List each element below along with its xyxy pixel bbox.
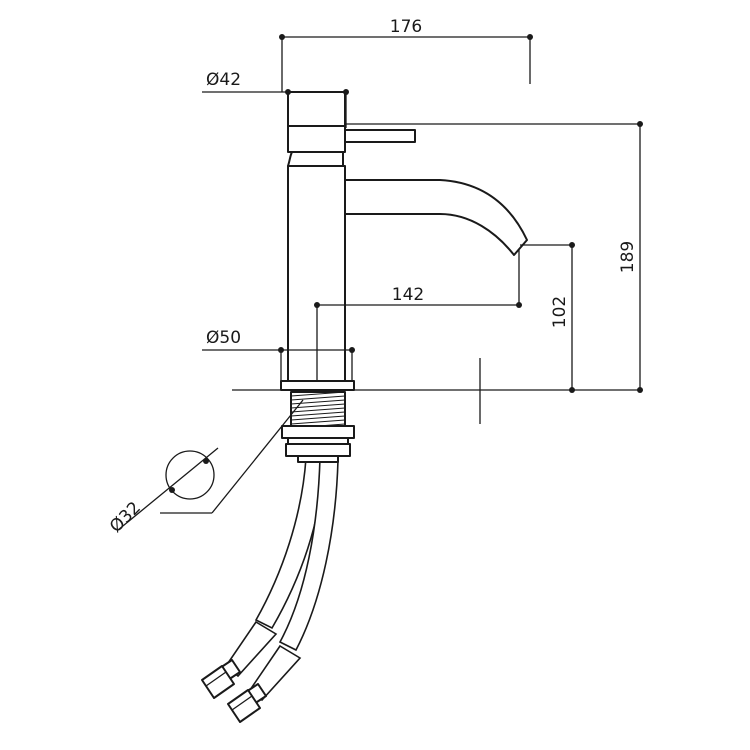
dimension-176-label: 176 [390, 17, 422, 37]
locking-nut [285, 443, 351, 457]
hose-right [278, 457, 339, 652]
tail-section-circle [165, 450, 215, 500]
dimension-142-label: 142 [392, 285, 424, 305]
dimension-189-label: 189 [618, 241, 638, 273]
dimension-102: 102 [520, 242, 575, 393]
spout [344, 179, 528, 256]
dimension-176: 176 [279, 17, 533, 92]
dimension-d50: Ø50 [202, 328, 355, 381]
hose-nut-right [227, 683, 267, 723]
flexible-hoses [201, 457, 339, 723]
handle-lever [344, 129, 416, 143]
dimension-d50-label: Ø50 [206, 328, 241, 348]
handle-collar [287, 151, 344, 167]
dimension-d42-label: Ø42 [206, 70, 241, 90]
hose-left-lower [224, 620, 278, 678]
dimension-102-label: 102 [550, 296, 570, 328]
hose-nut-left [201, 659, 241, 699]
tail-stub [297, 455, 339, 463]
dimension-d32-label: Ø32 [106, 498, 145, 537]
base-flange [280, 380, 355, 391]
dimension-d42: Ø42 [202, 70, 349, 128]
dimension-d32: Ø32 [106, 399, 304, 537]
dimension-189: 189 [345, 121, 643, 393]
dimension-142: 142 [314, 250, 522, 381]
fixing-nut [281, 425, 355, 439]
hose-right-lower [248, 644, 302, 702]
handle-cap [287, 91, 346, 127]
